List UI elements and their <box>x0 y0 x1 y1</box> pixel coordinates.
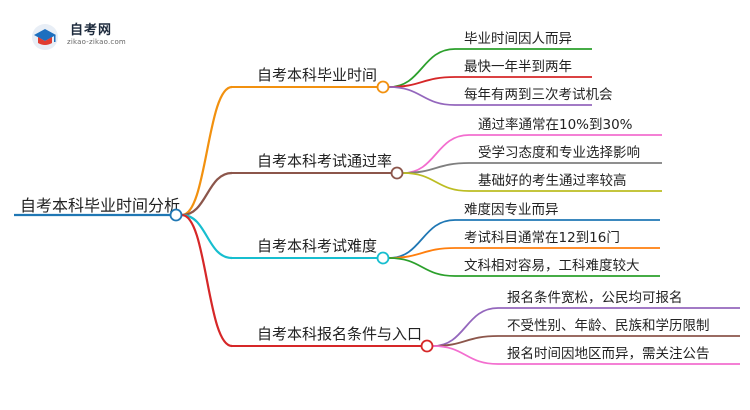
child-label: 考试科目通常在12到16门 <box>464 230 620 246</box>
child-connector <box>388 257 456 277</box>
child-label: 文科相对容易，工科难度较大 <box>464 257 640 274</box>
child-label: 每年有两到三次考试机会 <box>464 87 613 103</box>
root-node <box>169 208 183 222</box>
branch-node <box>420 339 434 353</box>
child-label: 报名时间因地区而异，需关注公告 <box>507 346 710 362</box>
branch-node <box>376 80 390 94</box>
branch-connector <box>181 213 233 260</box>
branch-connector <box>181 213 233 348</box>
child-label: 难度因专业而异 <box>464 202 559 218</box>
child-label: 受学习态度和专业选择影响 <box>478 145 640 161</box>
branch-label: 自考本科报名条件与入口 <box>257 325 422 343</box>
child-connector <box>402 172 470 192</box>
graduation-cap-icon <box>32 24 58 50</box>
branch-label: 自考本科毕业时间 <box>257 66 377 84</box>
child-label: 基础好的考生通过率较高 <box>478 172 627 189</box>
root-label: 自考本科毕业时间分析 <box>20 196 180 215</box>
child-connector <box>388 86 456 106</box>
branch-label: 自考本科考试通过率 <box>257 152 392 170</box>
logo-url: zikao-zikao.com <box>67 38 126 46</box>
site-logo: 自考网 zikao-zikao.com <box>30 19 150 53</box>
branch-label: 自考本科考试难度 <box>257 237 377 255</box>
branch-node <box>376 251 390 265</box>
logo-title: 自考网 <box>70 23 113 38</box>
child-connector <box>432 345 499 365</box>
child-label: 最快一年半到两年 <box>464 59 572 75</box>
branch-connector <box>181 85 233 217</box>
branch-node <box>390 166 404 180</box>
child-label: 不受性别、年龄、民族和学历限制 <box>507 318 710 334</box>
branch-connector <box>181 171 233 217</box>
child-label: 毕业时间因人而异 <box>464 31 572 47</box>
child-label: 通过率通常在10%到30% <box>478 116 633 133</box>
child-label: 报名条件宽松，公民均可报名 <box>507 289 683 306</box>
